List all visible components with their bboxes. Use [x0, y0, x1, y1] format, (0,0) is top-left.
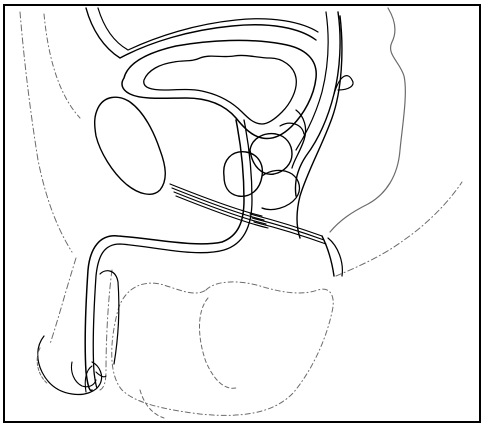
drawing-canvas — [0, 0, 484, 425]
anatomical-line-drawing — [0, 0, 484, 425]
